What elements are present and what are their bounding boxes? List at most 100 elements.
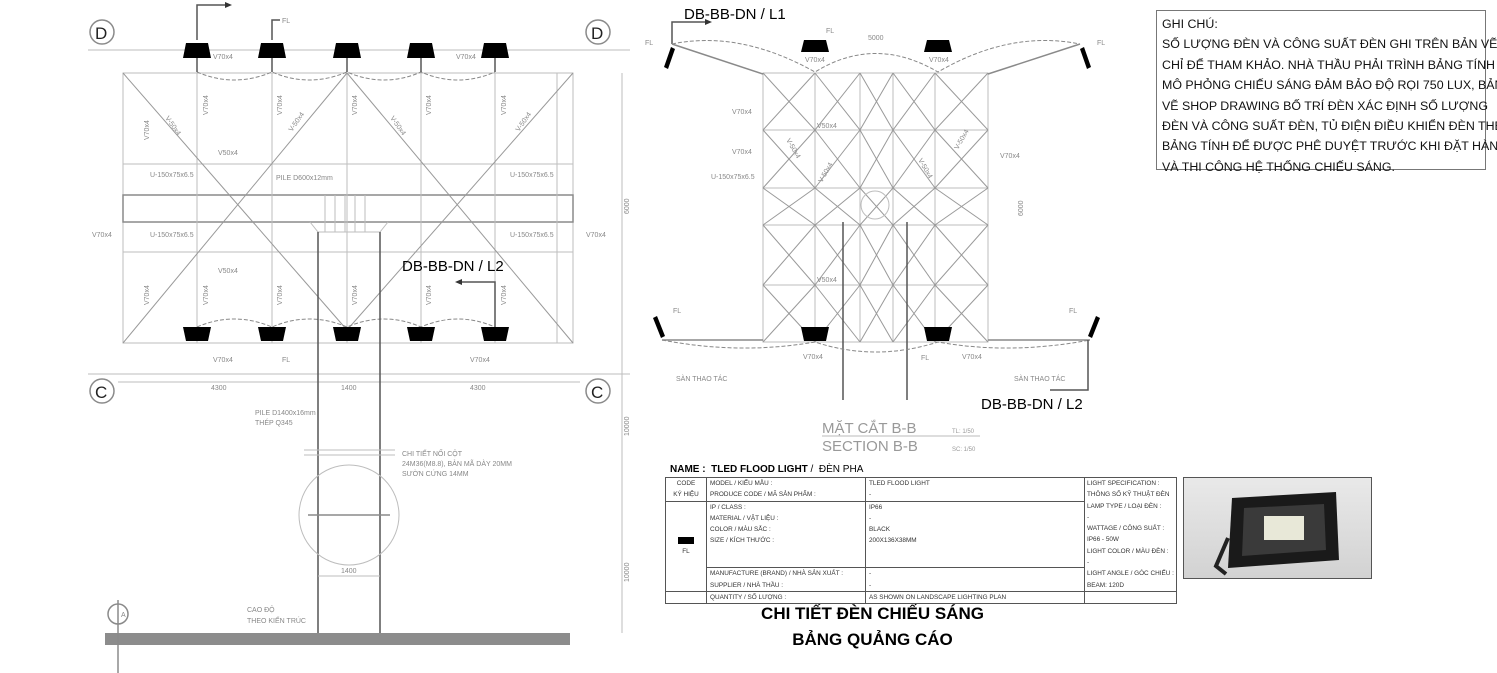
svg-text:U-150x75x6.5: U-150x75x6.5 <box>711 174 755 181</box>
svg-text:V70x4: V70x4 <box>456 54 476 61</box>
fixture-name: NAME : TLED FLOOD LIGHT / ĐÈN PHA <box>670 464 864 475</box>
svg-text:CHI TIẾT NỐI CỘT: CHI TIẾT NỐI CỘT <box>402 448 463 458</box>
diagonal-bracing <box>122 72 574 344</box>
svg-text:4300: 4300 <box>470 385 486 392</box>
svg-text:V70x4: V70x4 <box>470 357 490 364</box>
grid-bubble-c-left: C <box>89 378 115 404</box>
brace-member <box>934 224 989 286</box>
svg-text:V70x4: V70x4 <box>501 95 508 115</box>
svg-text:PILE D1400x16mm: PILE D1400x16mm <box>255 410 316 417</box>
svg-text:V50x4: V50x4 <box>817 277 837 284</box>
brace-member <box>762 224 816 286</box>
svg-text:FL: FL <box>826 28 834 35</box>
svg-text:C: C <box>95 383 107 402</box>
flood-light-product-photo <box>1183 477 1372 579</box>
svg-text:FL: FL <box>921 355 929 362</box>
svg-text:4300: 4300 <box>211 385 227 392</box>
svg-text:U-150x75x6.5: U-150x75x6.5 <box>150 232 194 239</box>
brace-member <box>814 187 861 226</box>
svg-text:24M36(M8.8), BẢN MÃ DÀY 20MM: 24M36(M8.8), BẢN MÃ DÀY 20MM <box>402 459 512 468</box>
drawing-title-line1: CHI TIẾT ĐÈN CHIẾU SÁNG <box>761 604 984 623</box>
svg-text:5000: 5000 <box>868 35 884 42</box>
brace-member <box>892 72 936 131</box>
note-line: VẼ SHOP DRAWING BỐ TRÍ ĐÈN XÁC ĐỊNH SỐ L… <box>1162 98 1488 113</box>
svg-text:THÉP Q345: THÉP Q345 <box>255 418 293 427</box>
svg-text:U-150x75x6.5: U-150x75x6.5 <box>510 172 554 179</box>
svg-text:PILE D600x12mm: PILE D600x12mm <box>276 175 333 182</box>
lattice-bracing <box>762 72 989 343</box>
svg-text:D: D <box>95 24 107 43</box>
brace-member <box>859 284 894 343</box>
brace-member <box>814 72 861 131</box>
svg-text:V70x4: V70x4 <box>426 95 433 115</box>
svg-text:V70x4: V70x4 <box>144 120 151 140</box>
grid-bubble-d-right: D <box>585 19 611 45</box>
svg-text:V70x4: V70x4 <box>732 149 752 156</box>
section-ref-l2: DB-BB-DN / L2 <box>402 258 504 275</box>
svg-text:V70x4: V70x4 <box>213 54 233 61</box>
note-line: CHỈ ĐỂ THAM KHẢO. NHÀ THẦU PHẢI TRÌNH BẢ… <box>1162 57 1495 72</box>
svg-text:1400: 1400 <box>341 568 357 575</box>
section-b-b: DB-BB-DN / L1 FL FL FL FL FL <box>645 6 1105 455</box>
svg-text:D: D <box>591 24 603 43</box>
svg-text:V-50x4: V-50x4 <box>916 158 933 180</box>
svg-text:V70x4: V70x4 <box>426 285 433 305</box>
brace-member <box>892 224 936 286</box>
svg-text:THEO KIẾN TRÚC: THEO KIẾN TRÚC <box>247 615 306 625</box>
note-line: VÀ THI CÔNG HỆ THỐNG CHIẾU SÁNG. <box>1162 159 1395 174</box>
brace-member <box>892 187 936 226</box>
section-ref-l1: DB-BB-DN / L1 <box>684 6 786 23</box>
brace-member <box>814 129 861 189</box>
brace-member <box>762 129 816 189</box>
section-scale-vi: TL: 1/50 <box>952 429 975 435</box>
svg-text:FL: FL <box>1097 40 1105 47</box>
general-notes: GHI CHÚ: SỐ LƯỢNG ĐÈN VÀ CÔNG SUẤT ĐÈN G… <box>1156 10 1497 174</box>
svg-text:1400: 1400 <box>341 385 357 392</box>
brace-member <box>762 72 816 131</box>
billboard-elevation: D D C C <box>88 2 631 673</box>
flood-light-bottom-row <box>183 327 509 341</box>
svg-text:V70x4: V70x4 <box>92 232 112 239</box>
grid-bubble-d-left: D <box>89 19 115 45</box>
brace-member <box>934 129 989 189</box>
svg-text:V-50x4: V-50x4 <box>954 129 971 151</box>
notes-heading: GHI CHÚ: <box>1162 17 1218 31</box>
svg-text:V70x4: V70x4 <box>277 285 284 305</box>
svg-text:V70x4: V70x4 <box>352 285 359 305</box>
svg-text:C: C <box>591 383 603 402</box>
svg-text:FL: FL <box>673 308 681 315</box>
svg-text:V70x4: V70x4 <box>803 354 823 361</box>
brace-member <box>762 187 816 226</box>
svg-text:V70x4: V70x4 <box>586 232 606 239</box>
svg-text:6000: 6000 <box>624 198 631 214</box>
svg-text:V70x4: V70x4 <box>962 354 982 361</box>
flood-lights-section <box>653 40 1100 341</box>
brace-member <box>934 187 989 226</box>
grid-bubble-c-right: C <box>585 378 611 404</box>
svg-text:U-150x75x6.5: U-150x75x6.5 <box>510 232 554 239</box>
svg-text:SƯỜN CỨNG 14MM: SƯỜN CỨNG 14MM <box>402 469 469 478</box>
svg-text:V70x4: V70x4 <box>277 95 284 115</box>
svg-text:V70x4: V70x4 <box>805 57 825 64</box>
brace-member <box>859 187 894 226</box>
note-line: BẢNG TÍNH ĐỂ ĐƯỢC PHÊ DUYỆT TRƯỚC KHI ĐẶ… <box>1162 139 1497 154</box>
svg-text:V70x4: V70x4 <box>144 285 151 305</box>
note-line: ĐÈN VÀ CÔNG SUẤT ĐÈN, TỦ ĐIỆN ĐIỀU KHIỂN… <box>1162 119 1497 134</box>
note-line: SỐ LƯỢNG ĐÈN VÀ CÔNG SUẤT ĐÈN GHI TRÊN B… <box>1162 37 1497 52</box>
flood-light-top-row <box>183 43 509 72</box>
svg-text:FL: FL <box>282 357 290 364</box>
svg-text:V70x4: V70x4 <box>1000 153 1020 160</box>
section-title-en: SECTION B-B <box>822 438 918 455</box>
note-line: MÔ PHỎNG CHIẾU SÁNG ĐẢM BẢO ĐỘ RỌI 750 L… <box>1162 78 1497 93</box>
svg-text:V-50x4: V-50x4 <box>163 115 181 137</box>
svg-text:DB-BB-DN / L2: DB-BB-DN / L2 <box>981 396 1083 413</box>
ground-level <box>105 633 570 645</box>
svg-text:V70x4: V70x4 <box>213 357 233 364</box>
svg-text:CAO ĐỘ: CAO ĐỘ <box>247 605 275 614</box>
svg-text:V70x4: V70x4 <box>352 95 359 115</box>
section-scale-en: SC: 1/50 <box>952 447 976 453</box>
svg-text:SÀN THAO TÁC: SÀN THAO TÁC <box>676 374 727 383</box>
svg-text:FL: FL <box>1069 308 1077 315</box>
svg-text:V50x4: V50x4 <box>218 268 238 275</box>
